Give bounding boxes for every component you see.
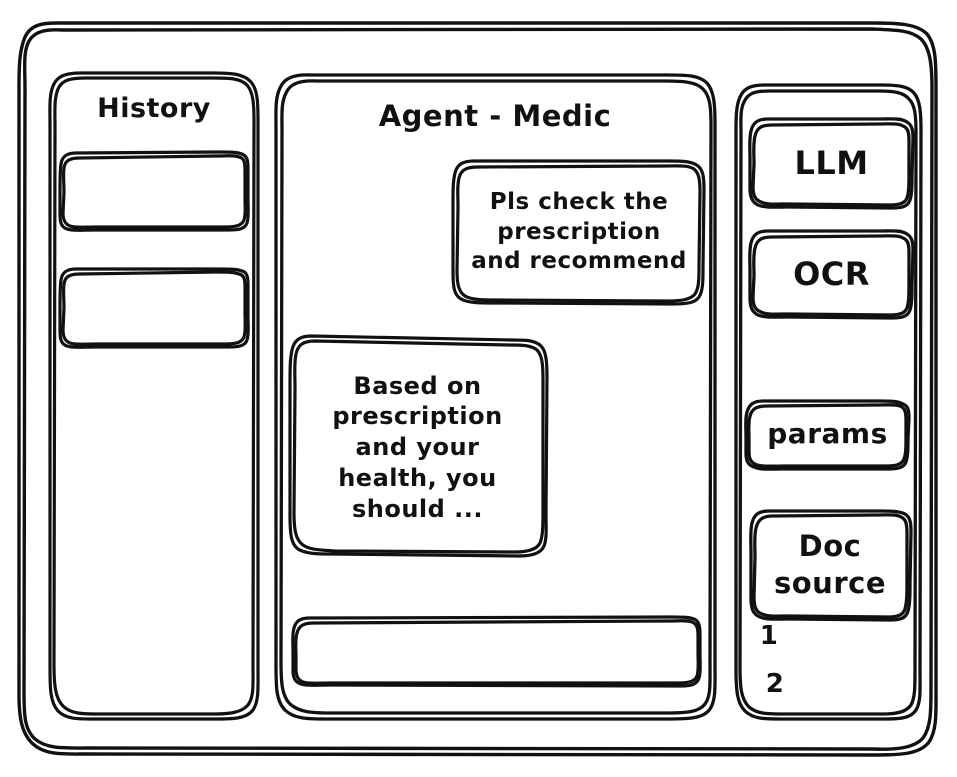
agent-panel-title: Agent - Medic (378, 99, 612, 133)
doc-source-item-2[interactable]: 2 (765, 669, 785, 700)
composer-input[interactable] (293, 617, 700, 685)
tool-button-llm[interactable]: LLM (750, 118, 913, 208)
user-message-bubble: Pls check the prescription and recommend (453, 160, 705, 305)
doc-source-box[interactable]: Doc source (750, 510, 910, 620)
history-list-item[interactable] (60, 268, 248, 348)
history-list-item[interactable] (60, 152, 248, 230)
doc-source-item-1[interactable]: 1 (759, 621, 779, 652)
tool-button-params[interactable]: params (745, 400, 910, 468)
assistant-message-bubble: Based on prescription and your health, y… (288, 335, 547, 560)
tool-button-label: params (767, 417, 888, 451)
history-panel-title: History (97, 93, 211, 124)
user-message-text: Pls check the prescription and recommend (471, 189, 687, 275)
tool-button-label: OCR (793, 254, 870, 293)
doc-source-label: Doc source (774, 528, 886, 600)
tool-button-label: LLM (794, 143, 869, 182)
tool-button-ocr[interactable]: OCR (750, 230, 913, 318)
assistant-message-text: Based on prescription and your health, y… (332, 371, 503, 523)
